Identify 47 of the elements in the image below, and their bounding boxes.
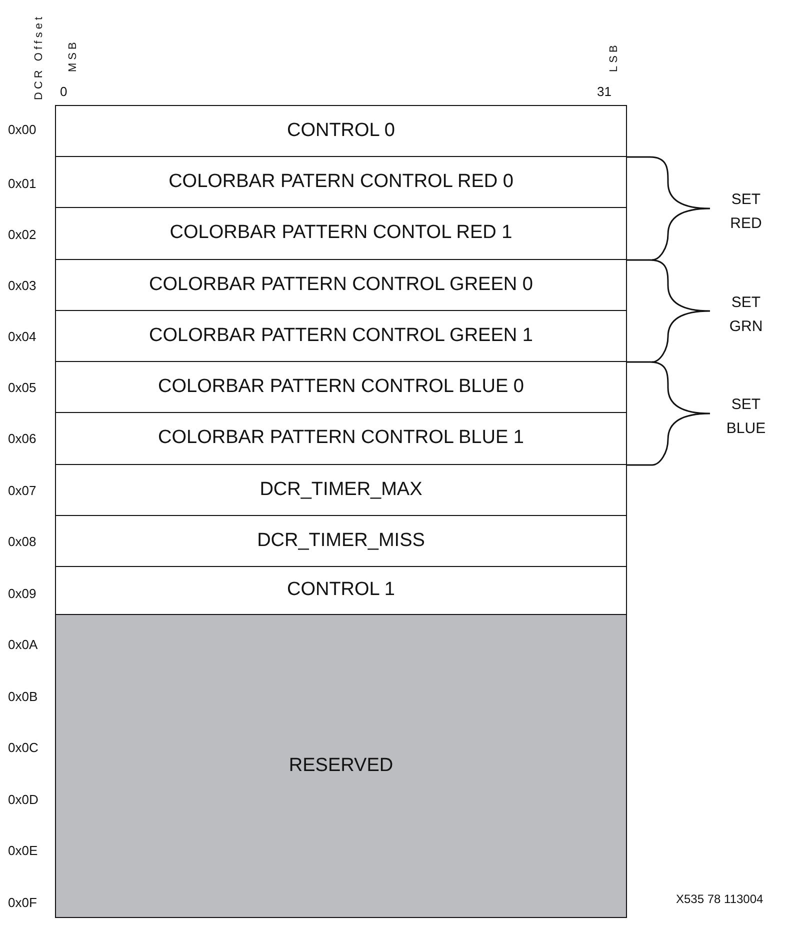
- register-name: DCR_TIMER_MISS: [257, 530, 425, 552]
- bit-number: 0: [60, 84, 68, 99]
- offset-address: 0x06: [8, 431, 36, 446]
- register-name: RESERVED: [288, 754, 394, 777]
- register-name: CONTROL 1: [286, 579, 396, 602]
- offset-address: 0x00: [8, 122, 36, 137]
- register-row: [55, 310, 627, 362]
- offset-address: 0x03: [8, 278, 36, 293]
- offset-address: 0x07: [8, 483, 36, 498]
- offset-address: 0x0F: [8, 895, 37, 910]
- register-name: CONTROL 0: [286, 120, 396, 142]
- register-name: COLORBAR PATTERN CONTOL RED 1: [170, 222, 512, 244]
- register-row: [55, 206, 627, 260]
- register-name: COLORBAR PATTERN CONTROL BLUE 1: [158, 427, 524, 450]
- register-row: [55, 566, 627, 615]
- offset-address: 0x09: [8, 586, 36, 601]
- group-label: SET GRN: [728, 293, 764, 337]
- bit-order-label: LSB: [608, 42, 620, 72]
- offset-address: 0x0A: [8, 637, 38, 652]
- figure-id: X535 78 113004: [676, 892, 764, 906]
- register-row: [55, 464, 627, 516]
- register-row: [55, 105, 627, 157]
- bit-order-label: MSB: [67, 39, 79, 72]
- register-row: [55, 514, 627, 567]
- offset-address: 0x01: [8, 176, 36, 191]
- offset-address: 0x08: [8, 534, 36, 549]
- column-heading: DCR Offset: [33, 14, 45, 100]
- offset-address: 0x05: [8, 380, 36, 395]
- register-row: [55, 258, 627, 311]
- register-name: DCR_TIMER_MAX: [260, 478, 422, 501]
- offset-address: 0x0C: [8, 740, 38, 755]
- register-row: [55, 156, 627, 208]
- register-name: COLORBAR PATTERN CONTROL GREEN 0: [149, 274, 533, 296]
- register-row: [55, 360, 627, 413]
- offset-address: 0x02: [8, 227, 36, 242]
- group-label: SET RED: [729, 190, 763, 234]
- offset-address: 0x0D: [8, 792, 38, 807]
- bit-number: 31: [597, 84, 612, 99]
- register-row: [55, 412, 627, 465]
- register-name: COLORBAR PATERN CONTROL RED 0: [168, 170, 514, 193]
- register-name: COLORBAR PATTERN CONTROL BLUE 0: [158, 376, 524, 398]
- offset-address: 0x0E: [8, 843, 38, 858]
- reserved-register-block: [55, 614, 627, 918]
- offset-address: 0x0B: [8, 689, 38, 704]
- register-name: COLORBAR PATTERN CONTROL GREEN 1: [149, 324, 533, 347]
- offset-address: 0x04: [8, 329, 36, 344]
- group-label: SET BLUE: [725, 395, 767, 439]
